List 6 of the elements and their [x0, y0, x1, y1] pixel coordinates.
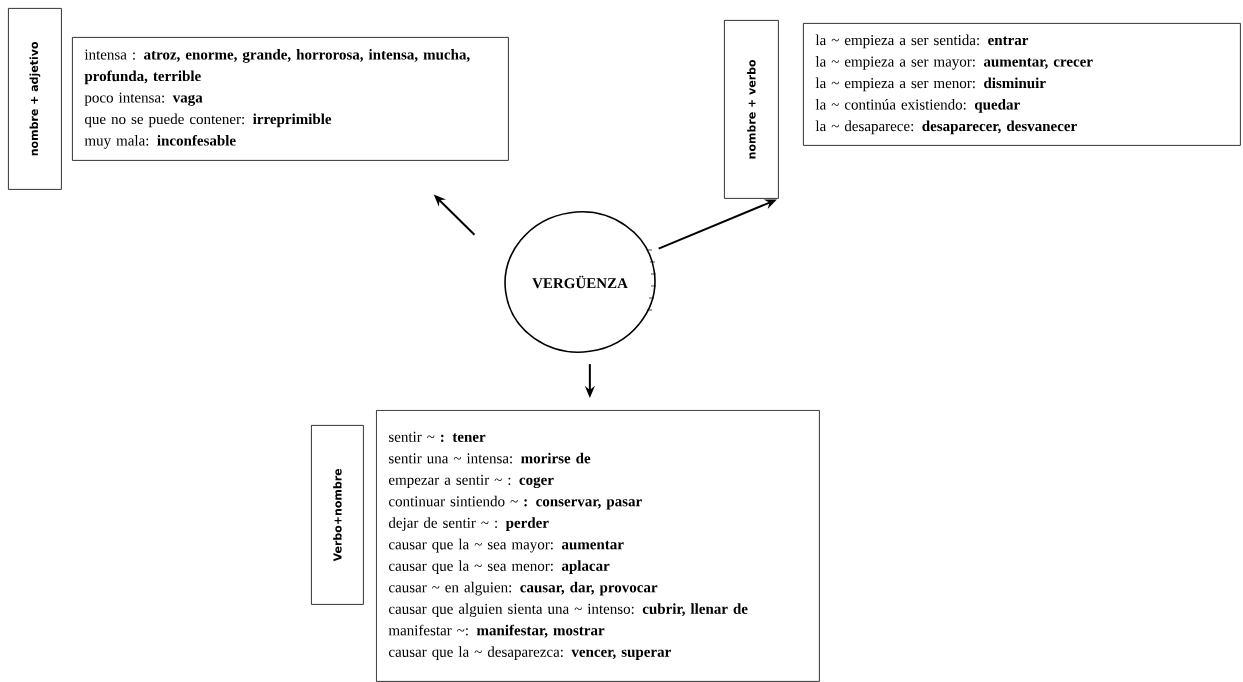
collocation-box: la ~ empieza a ser sentida: entrar la ~ empieza a ser mayor: aumentar, crecer la ~ empieza a ser menor: disminuir la ~ continúa existiendo: quedar la ~ desaparece: desaparecer, desvanecer	[803, 23, 1241, 146]
category-label-box: Verbo+nombre	[311, 425, 364, 605]
category-label-box: nombre + verbo	[724, 20, 779, 199]
collocation-box: intensa : atroz, enorme, grande, horrorosa, intensa, mucha, profunda, terrible poco intensa: vaga que no se puede contener: irreprimible muy mala: inconfesable	[72, 37, 509, 161]
collocation-box: sentir ~ : tener sentir una ~ intensa: morirse de empezar a sentir ~ : coger continuar sintiendo ~ : conservar, pasar dejar de sentir ~ : perder causar que la ~ sea mayor: aumentar causar que la ~ sea menor: aplacar causar ~ en alguien: causar, dar, provocar causar que alguien sienta una ~ intenso: cubrir, llenar de manifestar ~: manifestar, mostrar causar que la ~ desaparezca: vencer, superar	[376, 410, 820, 682]
category-label-box: nombre + adjetivo	[8, 8, 62, 190]
